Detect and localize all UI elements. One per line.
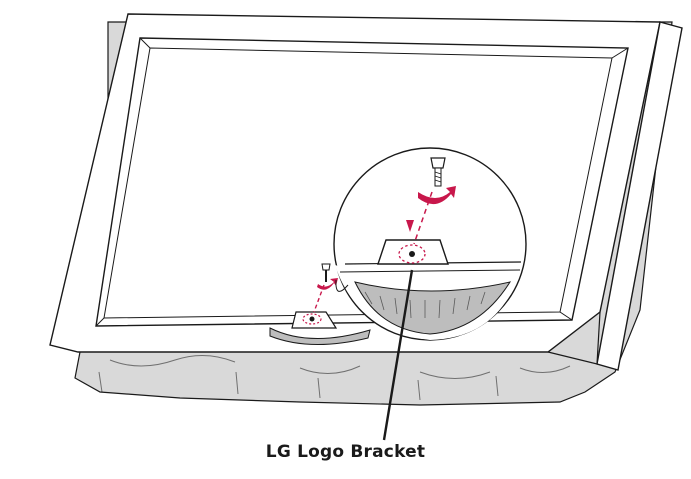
small-bracket [269,311,371,346]
magnified-callout [333,147,527,341]
bracket-caption: LG Logo Bracket [265,442,426,462]
leader-line [382,269,414,441]
small-screw-icon [313,263,338,313]
large-screw-icon [406,157,456,245]
